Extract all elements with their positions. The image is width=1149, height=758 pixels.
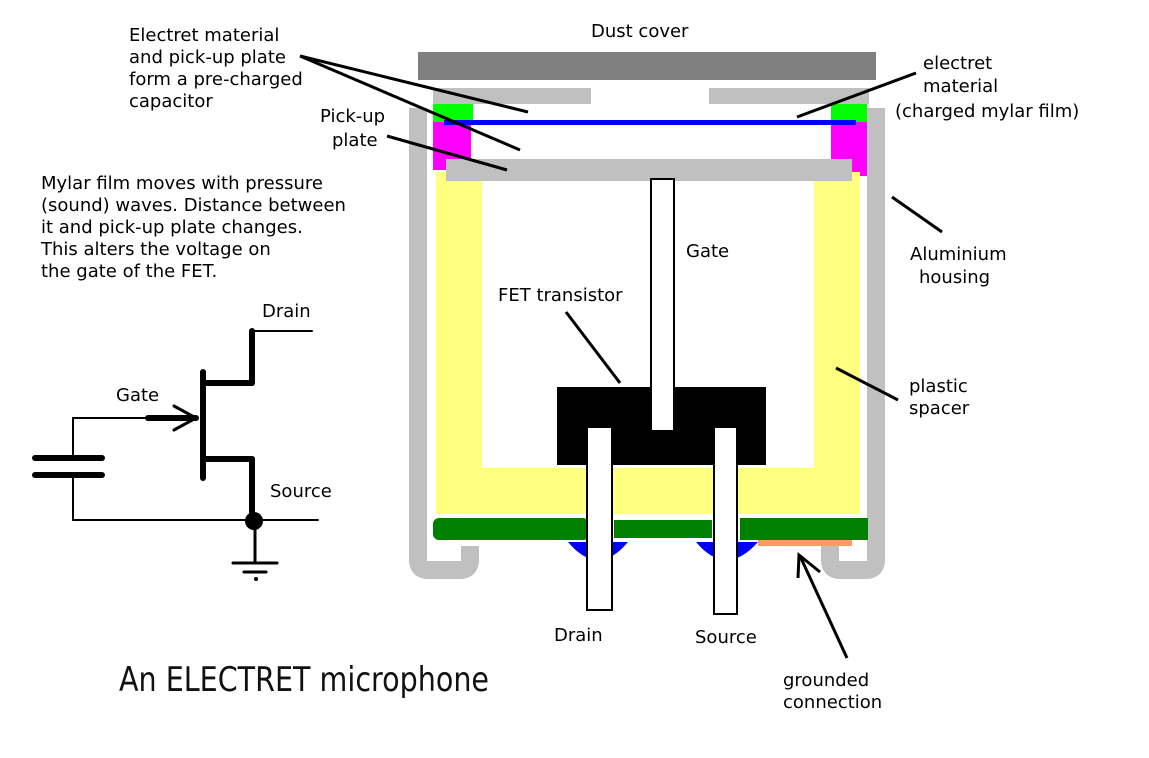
schematic-gate-arrow	[172, 404, 200, 432]
arrowhead-ground	[796, 551, 821, 579]
mylar-note-line: the gate of the FET.	[41, 261, 217, 282]
pickup-plate-line: Pick-up	[320, 106, 385, 127]
mylar-note-line: it and pick-up plate changes.	[41, 217, 303, 238]
front-rim-right	[709, 88, 869, 104]
housing-line: Aluminium	[910, 244, 1007, 265]
dust-cover	[418, 52, 876, 80]
fet-schematic	[32, 328, 319, 574]
ground-dot	[254, 577, 258, 581]
capacitor-note-line: Electret material	[129, 25, 279, 46]
pickup-plate-label: Pick-up plate	[320, 106, 391, 151]
capacitor-note: Electret material and pick-up plate form…	[129, 25, 309, 112]
pointer-electret	[796, 71, 917, 119]
mylar-film	[444, 120, 856, 125]
housing-label: Aluminium housing	[910, 244, 1012, 288]
grounded-label: grounded connection	[783, 670, 882, 713]
mylar-note-line: Mylar film moves with pressure	[41, 173, 323, 194]
fet-label: FET transistor	[498, 285, 623, 306]
aluminium-housing-right	[821, 108, 885, 579]
plastic-spacer	[436, 172, 860, 514]
gate-label: Gate	[686, 241, 729, 262]
aluminium-housing	[409, 108, 479, 579]
pointer-fet	[564, 311, 622, 384]
electret-green-right	[831, 104, 867, 122]
pcb-left	[433, 518, 589, 540]
housing-line: housing	[919, 267, 990, 288]
capacitor-note-line: form a pre-charged	[129, 69, 303, 90]
drain-lead	[586, 426, 613, 611]
gate-lead-inner	[652, 387, 673, 430]
mylar-note-line: This alters the voltage on	[40, 239, 271, 260]
capacitor-note-line: and pick-up plate	[129, 47, 286, 68]
source-lead	[713, 426, 738, 615]
pointer-lines	[299, 54, 943, 659]
grounded-line: connection	[783, 692, 882, 713]
pointer-capacitor-2	[299, 54, 521, 152]
schematic-junction	[245, 512, 263, 530]
pickup-plate-line: plate	[332, 130, 378, 151]
pointer-capacitor-1	[299, 54, 529, 114]
grounded-line: grounded	[783, 670, 869, 691]
dust-cover-label: Dust cover	[591, 21, 689, 42]
electret-line: material	[923, 76, 998, 97]
capacitor-note-line: capacitor	[129, 91, 213, 112]
drain-pin-label: Drain	[554, 625, 603, 646]
ground-pad	[758, 540, 852, 546]
mylar-note: Mylar film moves with pressure (sound) w…	[40, 173, 352, 282]
electret-line: (charged mylar film)	[895, 101, 1079, 122]
schematic-drain-label: Drain	[262, 301, 311, 322]
source-pin-label: Source	[695, 627, 757, 648]
spacer-label: plastic spacer	[909, 376, 974, 419]
electret-line: electret	[923, 53, 992, 74]
pointer-housing	[891, 195, 943, 234]
pickup-plate	[446, 159, 852, 181]
pcb-right	[740, 518, 868, 540]
schematic-gate-label: Gate	[116, 385, 159, 406]
diagram-title: An ELECTRET microphone	[119, 660, 489, 700]
spacer-line: plastic	[909, 376, 968, 397]
pointer-ground	[798, 555, 849, 659]
electret-green-left	[433, 104, 473, 122]
front-rim-left	[433, 88, 591, 104]
pointer-pickup-plate	[386, 134, 508, 172]
pcb-mid	[614, 520, 712, 538]
pointer-spacer	[835, 366, 899, 402]
spacer-line: spacer	[909, 398, 970, 419]
schematic-source-label: Source	[270, 481, 332, 502]
electret-label: electret material (charged mylar film)	[895, 53, 1079, 122]
mylar-note-line: (sound) waves. Distance between	[41, 195, 346, 216]
